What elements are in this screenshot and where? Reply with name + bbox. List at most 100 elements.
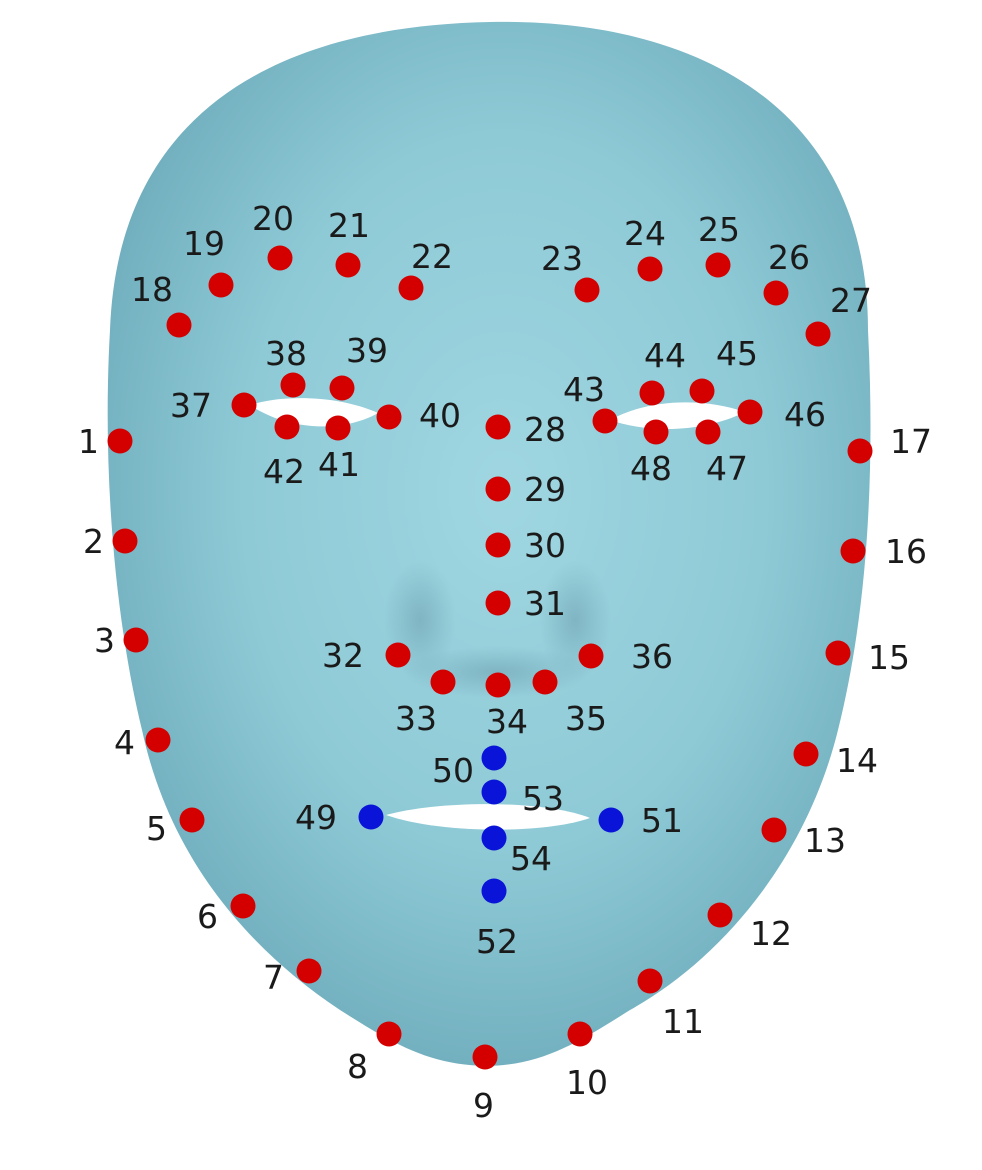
landmark-point-16	[840, 538, 866, 564]
landmark-label-9: 9	[473, 1086, 494, 1125]
landmark-label-20: 20	[252, 199, 294, 238]
landmark-point-53	[481, 779, 507, 805]
landmark-point-39	[329, 375, 355, 401]
landmark-point-27	[805, 321, 831, 347]
landmark-point-49	[358, 804, 384, 830]
landmark-label-15: 15	[868, 638, 910, 677]
landmark-point-22	[398, 275, 424, 301]
landmark-point-45	[689, 378, 715, 404]
landmark-point-21	[335, 252, 361, 278]
landmark-label-30: 30	[524, 526, 566, 565]
landmark-point-43	[592, 408, 618, 434]
landmark-label-7: 7	[263, 958, 284, 997]
landmark-point-5	[179, 807, 205, 833]
landmark-point-4	[145, 727, 171, 753]
landmark-point-31	[485, 590, 511, 616]
landmark-label-33: 33	[395, 699, 437, 738]
landmark-label-4: 4	[114, 723, 135, 762]
landmark-point-32	[385, 642, 411, 668]
landmark-label-11: 11	[662, 1002, 704, 1041]
landmark-label-23: 23	[541, 239, 583, 278]
landmark-label-34: 34	[486, 702, 528, 741]
landmark-label-54: 54	[510, 839, 552, 878]
landmark-point-51	[598, 807, 624, 833]
landmark-point-12	[707, 902, 733, 928]
landmark-point-29	[485, 476, 511, 502]
landmark-label-29: 29	[524, 470, 566, 509]
landmark-point-33	[430, 669, 456, 695]
landmark-label-43: 43	[563, 370, 605, 409]
landmark-point-13	[761, 817, 787, 843]
landmark-point-24	[637, 256, 663, 282]
landmark-label-21: 21	[328, 206, 370, 245]
landmark-label-45: 45	[716, 334, 758, 373]
landmark-point-28	[485, 414, 511, 440]
landmark-label-18: 18	[131, 270, 173, 309]
landmark-label-31: 31	[524, 584, 566, 623]
landmark-label-36: 36	[631, 637, 673, 676]
landmark-point-35	[532, 669, 558, 695]
landmark-label-41: 41	[318, 445, 360, 484]
landmark-label-24: 24	[624, 214, 666, 253]
landmark-point-26	[763, 280, 789, 306]
landmark-point-48	[643, 419, 669, 445]
landmark-label-38: 38	[265, 334, 307, 373]
mouth-opening	[386, 804, 590, 830]
landmark-label-1: 1	[78, 422, 99, 461]
landmark-label-53: 53	[522, 779, 564, 818]
landmark-label-40: 40	[419, 396, 461, 435]
landmark-label-16: 16	[885, 532, 927, 571]
landmark-label-32: 32	[322, 636, 364, 675]
landmark-point-17	[847, 438, 873, 464]
landmark-point-2	[112, 528, 138, 554]
landmark-point-46	[737, 399, 763, 425]
landmark-label-13: 13	[804, 821, 846, 860]
landmark-point-41	[325, 415, 351, 441]
landmark-label-46: 46	[784, 395, 826, 434]
landmark-label-52: 52	[476, 922, 518, 961]
landmark-point-50	[481, 745, 507, 771]
landmark-point-25	[705, 252, 731, 278]
landmark-point-20	[267, 245, 293, 271]
landmark-point-6	[230, 893, 256, 919]
landmark-label-50: 50	[432, 751, 474, 790]
landmark-label-44: 44	[644, 336, 686, 375]
landmark-point-54	[481, 825, 507, 851]
landmark-label-22: 22	[411, 237, 453, 276]
landmark-label-25: 25	[698, 210, 740, 249]
landmark-label-49: 49	[295, 798, 337, 837]
landmark-point-52	[481, 878, 507, 904]
landmark-label-17: 17	[890, 422, 932, 461]
landmark-label-28: 28	[524, 410, 566, 449]
landmark-label-35: 35	[565, 699, 607, 738]
landmark-label-10: 10	[566, 1063, 608, 1102]
landmark-label-6: 6	[197, 897, 218, 936]
landmark-point-18	[166, 312, 192, 338]
landmark-label-51: 51	[641, 801, 683, 840]
landmark-point-9	[472, 1044, 498, 1070]
landmark-point-11	[637, 968, 663, 994]
landmark-point-38	[280, 372, 306, 398]
landmark-label-27: 27	[830, 281, 872, 320]
landmark-point-40	[376, 404, 402, 430]
landmark-label-19: 19	[183, 224, 225, 263]
landmark-label-26: 26	[768, 238, 810, 277]
landmark-point-42	[274, 414, 300, 440]
landmark-label-12: 12	[750, 914, 792, 953]
landmark-point-34	[485, 672, 511, 698]
landmark-point-8	[376, 1021, 402, 1047]
landmark-point-10	[567, 1021, 593, 1047]
landmark-label-42: 42	[263, 452, 305, 491]
landmark-point-14	[793, 741, 819, 767]
landmark-point-7	[296, 958, 322, 984]
landmark-point-36	[578, 643, 604, 669]
landmark-point-23	[574, 277, 600, 303]
landmark-label-5: 5	[146, 809, 167, 848]
landmark-label-48: 48	[630, 449, 672, 488]
landmark-label-39: 39	[346, 331, 388, 370]
landmark-point-19	[208, 272, 234, 298]
landmark-point-30	[485, 532, 511, 558]
